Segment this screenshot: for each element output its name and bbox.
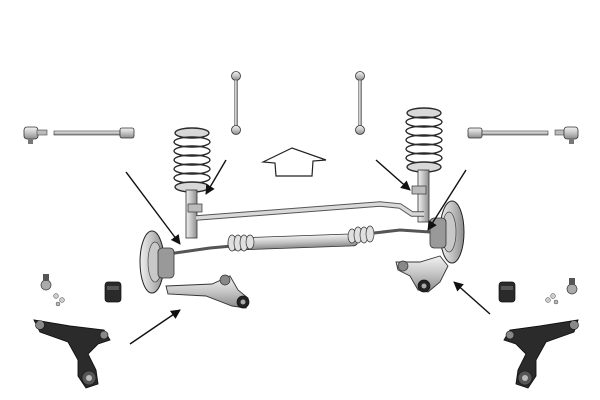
right-rack-boot: [347, 225, 375, 244]
pointer-arrow: [205, 159, 227, 195]
right-lower-control-arm: [395, 255, 449, 293]
right-coil-spring: [405, 107, 443, 173]
right-strut: [411, 169, 430, 223]
right-brake-disc: [429, 200, 465, 264]
left-tie-rod-end: [23, 126, 48, 144]
left-bushing: [104, 281, 122, 303]
right-ball-joint: [545, 278, 578, 305]
left-rack-boot: [227, 234, 255, 252]
right-control-arm-detail: [503, 319, 579, 389]
pointer-arrow: [125, 171, 181, 245]
left-control-arm-detail: [33, 319, 111, 389]
left-tie-rod: [53, 127, 135, 139]
stabilizer-bar: [195, 201, 424, 221]
steering-rack: [167, 225, 431, 256]
forward-direction-arrow: [260, 147, 327, 177]
pointer-arrow: [427, 169, 467, 231]
pointer-arrow: [129, 309, 181, 345]
left-stabilizer-link: [231, 71, 241, 135]
right-tie-rod-end: [554, 126, 579, 144]
right-stabilizer-link: [355, 71, 365, 135]
left-strut: [185, 189, 203, 239]
left-ball-joint: [40, 274, 65, 307]
pointer-arrow: [375, 159, 411, 191]
pointer-arrows: [125, 159, 491, 345]
left-lower-control-arm: [165, 274, 250, 309]
left-coil-spring: [173, 127, 211, 193]
left-brake-disc: [139, 230, 175, 294]
pointer-arrow: [453, 281, 491, 315]
right-bushing: [498, 281, 516, 303]
right-tie-rod: [467, 127, 549, 139]
